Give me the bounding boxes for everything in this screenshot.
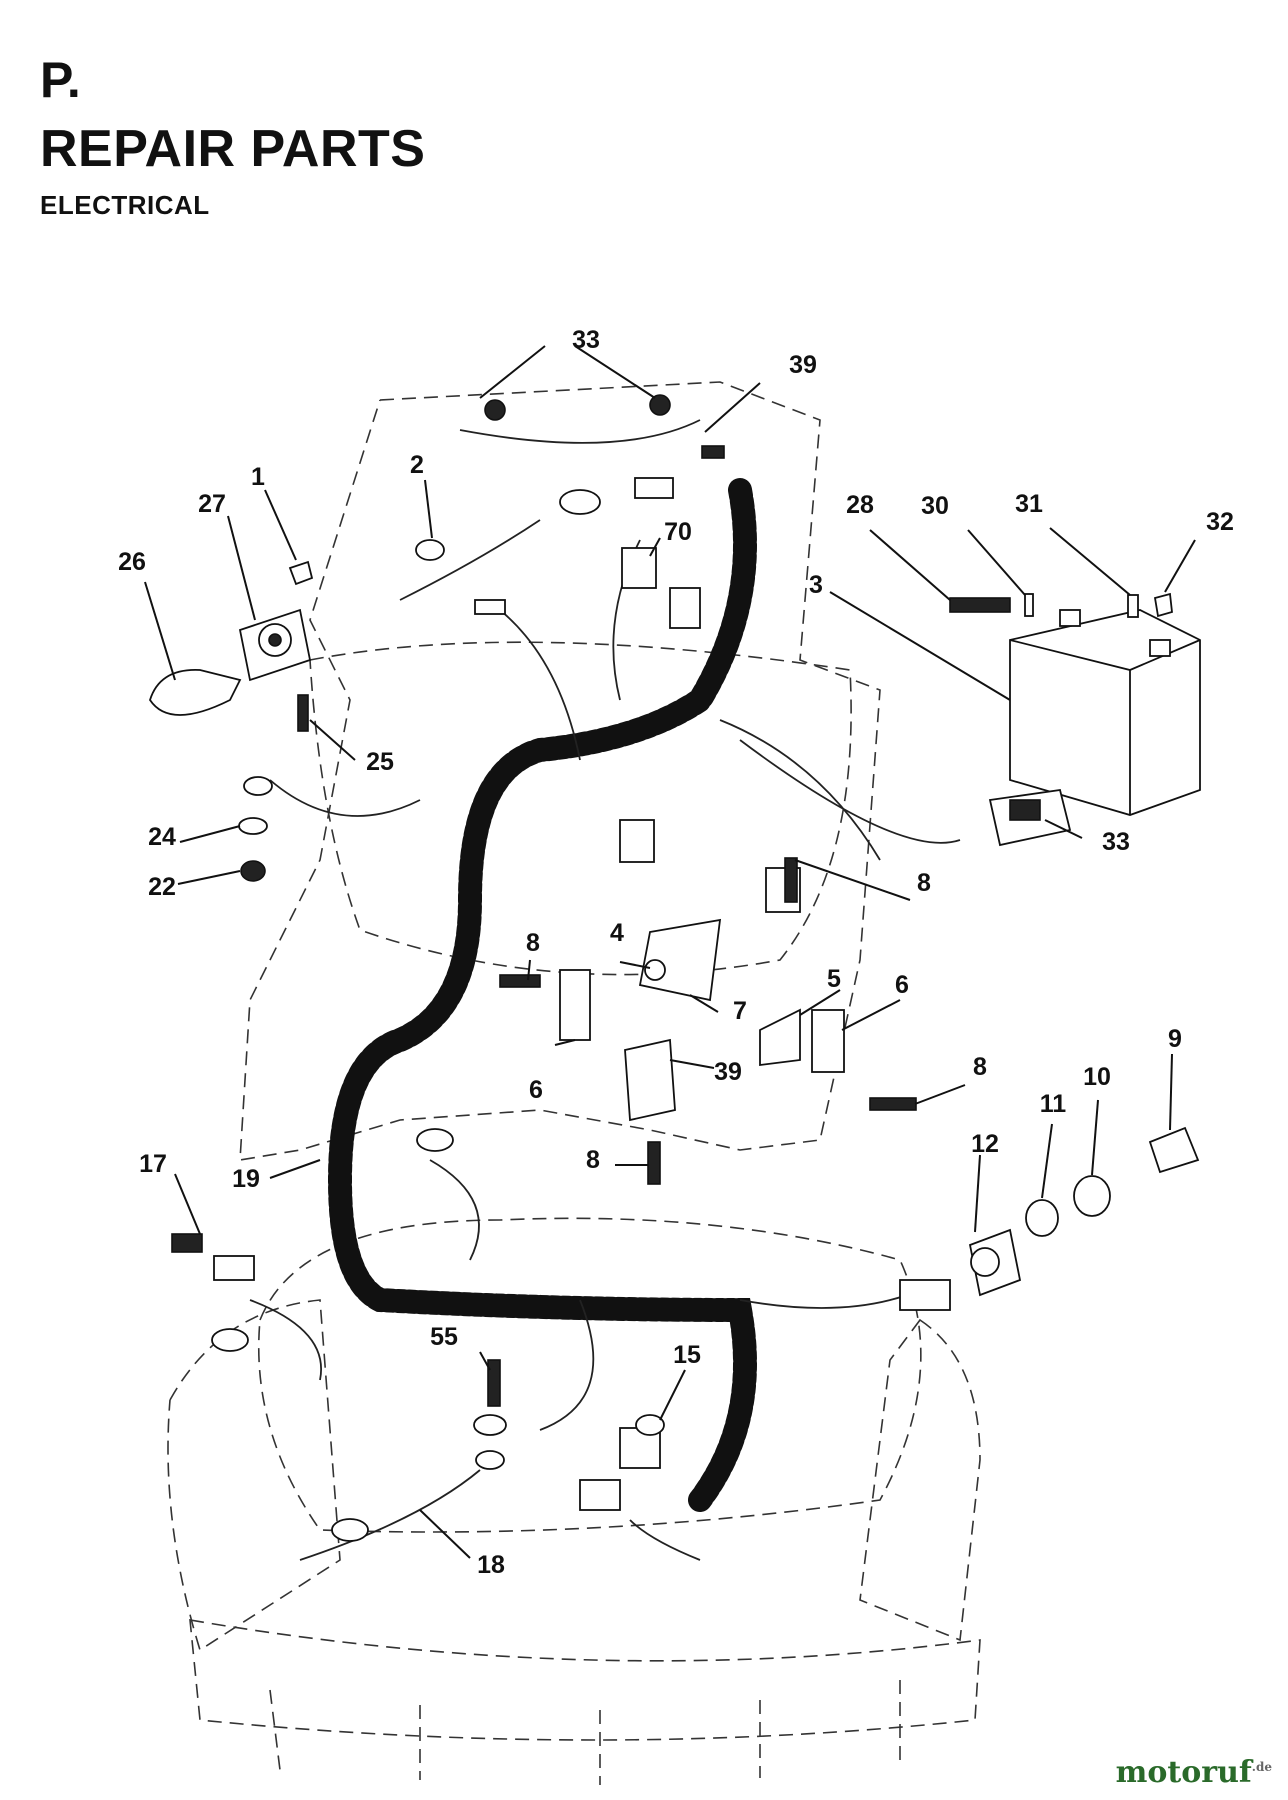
callout-24: 26 (118, 548, 146, 576)
interlock-switch-icon (559, 969, 591, 1041)
callout-21: 24 (148, 823, 176, 851)
callout-70: 70 (664, 518, 692, 546)
page-subtitle: ELECTRICAL (40, 190, 210, 220)
seat-switch-icon (619, 1414, 665, 1469)
callout-55: 55 (430, 1323, 458, 1351)
rocker-switch-icon (988, 788, 1072, 847)
screw-icon (784, 857, 798, 903)
callout-31: 33 (572, 326, 600, 354)
fuse-holder-icon (213, 1255, 255, 1281)
screw-icon (869, 1097, 917, 1111)
callout-4: 4 (610, 919, 624, 947)
callout-12: 12 (971, 1130, 999, 1158)
key-icon (1148, 1126, 1200, 1174)
lock-washer-icon (1127, 594, 1139, 618)
section-letter: P. (40, 52, 81, 108)
callout-10: 10 (1083, 1063, 1111, 1091)
callout-3: 3 (809, 571, 823, 599)
callout-17: 17 (139, 1150, 167, 1178)
callouts: 33 39 2 1 27 26 70 28 30 31 32 3 33 25 2… (118, 326, 1234, 1579)
battery-icon (1009, 609, 1201, 816)
connector-icon (899, 1279, 951, 1311)
callout-39: 39 (714, 1058, 742, 1086)
callout-6: 6 (529, 1076, 543, 1104)
parts (149, 394, 1201, 1542)
wires (249, 419, 961, 1561)
nut-icon (288, 560, 314, 586)
watermark-tld: .de (1251, 1760, 1272, 1774)
callout-8: 8 (917, 869, 931, 897)
nut-icon (1153, 592, 1173, 618)
connector-icon (619, 819, 655, 863)
bracket-icon (759, 1008, 801, 1067)
callout-32: 39 (789, 351, 817, 379)
ring-terminal-icon (211, 1328, 249, 1352)
bulb-icon (484, 399, 506, 421)
tractor-outline (167, 381, 981, 1785)
callout-8: 8 (973, 1053, 987, 1081)
connector-icon (474, 599, 506, 615)
callout-30: 32 (1206, 508, 1234, 536)
ring-terminal-icon (475, 1450, 505, 1470)
ring-terminal-icon (243, 776, 273, 796)
ignition-switch-icon (968, 1228, 1022, 1297)
solenoid-icon (238, 608, 312, 682)
callout-26: 28 (846, 491, 874, 519)
callout-33: 33 (1102, 828, 1130, 856)
screw-icon (487, 1359, 501, 1407)
coil-harness (327, 478, 757, 1512)
connector-icon (701, 445, 725, 459)
callout-25: 27 (198, 490, 226, 518)
nut-icon (240, 860, 266, 882)
terminal-boot-icon (149, 669, 242, 716)
callout-19: 19 (232, 1165, 260, 1193)
ring-terminal-icon (559, 489, 601, 515)
callout-27: 30 (921, 492, 949, 520)
bracket-icon (624, 1038, 676, 1122)
ring-terminal-icon (331, 1518, 369, 1542)
callout-1: 1 (251, 463, 265, 491)
bolt-icon (297, 694, 309, 732)
nut-icon (1025, 1199, 1059, 1237)
callout-9: 9 (1168, 1025, 1182, 1053)
callout-5: 5 (827, 965, 841, 993)
interlock-switch-icon (811, 1009, 845, 1073)
screw-icon (499, 974, 541, 988)
bezel-icon (1073, 1175, 1111, 1217)
ring-terminal-icon (416, 1128, 454, 1152)
callout-8: 8 (526, 929, 540, 957)
callout-20: 22 (148, 873, 176, 901)
page-title: REPAIR PARTS (40, 120, 426, 178)
ring-terminal-icon (415, 539, 445, 561)
ring-terminal-icon (473, 1414, 507, 1436)
grommet-icon (644, 959, 666, 981)
callout-18: 18 (477, 1551, 505, 1579)
callout-8: 8 (586, 1146, 600, 1174)
fuse-icon (171, 1233, 203, 1253)
washer-icon (238, 817, 268, 835)
bolt-icon (949, 597, 1011, 613)
callout-15: 15 (673, 1341, 701, 1369)
connector-icon (634, 477, 674, 499)
callout-22: 25 (366, 748, 394, 776)
connector-icon (579, 1479, 621, 1511)
callout-6: 6 (895, 971, 909, 999)
bulb-icon (649, 394, 671, 416)
callout-7: 7 (733, 997, 747, 1025)
leader-lines (144, 345, 1196, 1559)
watermark-logo: motoruf.de (1116, 1755, 1272, 1790)
callout-2: 2 (410, 451, 424, 479)
callout-28: 31 (1015, 490, 1043, 518)
connector-icon (669, 587, 701, 629)
callout-11: 11 (1040, 1090, 1067, 1118)
screw-icon (647, 1141, 661, 1185)
watermark-brand: motoruf (1115, 1755, 1252, 1790)
washer-icon (1024, 593, 1034, 617)
